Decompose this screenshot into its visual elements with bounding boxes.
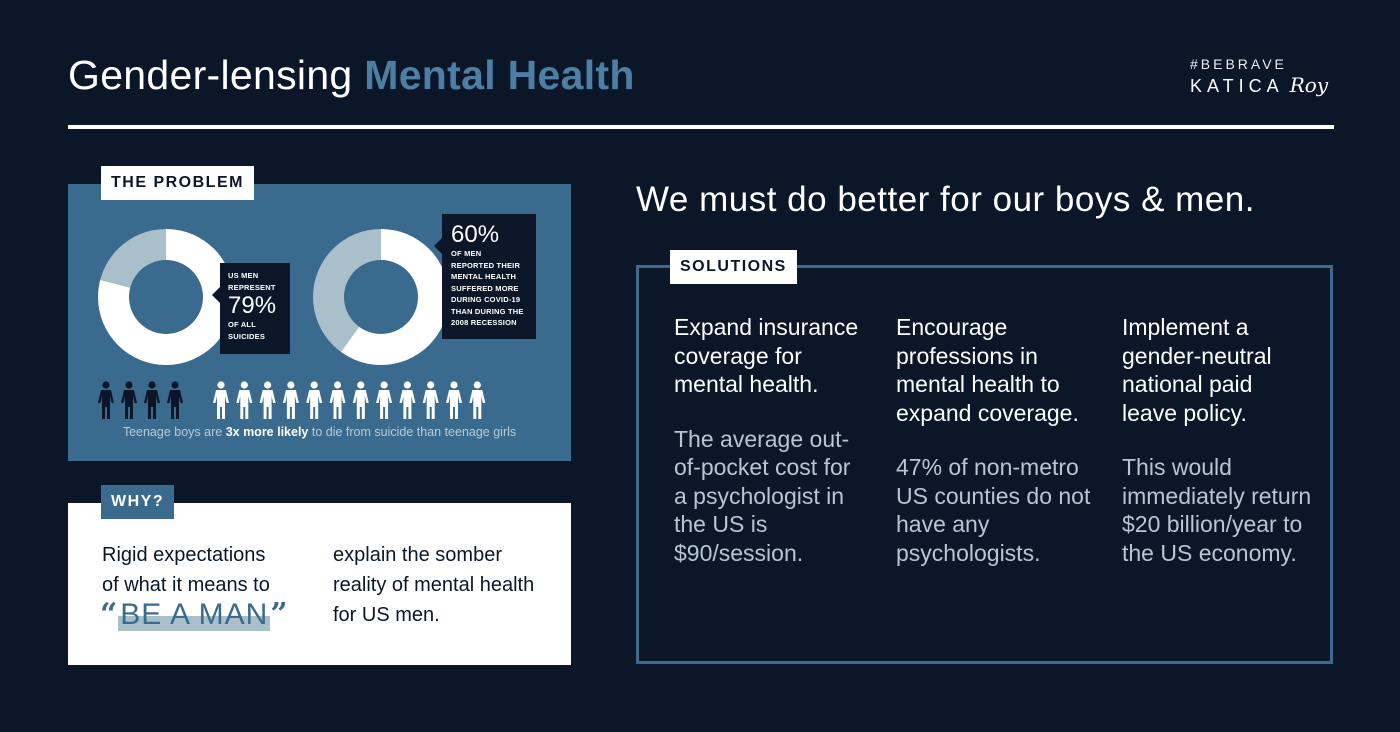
callout-text: SUFFERED MORE <box>451 283 519 293</box>
callout-value: 60% <box>451 221 500 248</box>
boy-figure-icon <box>469 381 486 419</box>
caption-text: to die from suicide than teenage girls <box>308 425 517 439</box>
callout-text: MENTAL HEALTH <box>451 272 517 281</box>
callout-value: 79% <box>228 292 277 319</box>
girl-figure-icon <box>98 381 114 419</box>
callout-text: SUICIDES <box>228 331 266 341</box>
why-text-line: Rigid expectations <box>102 544 266 566</box>
callout-text: OF MEN <box>451 249 482 258</box>
solution-detail: The average out-of-pocket cost for a psy… <box>674 425 851 566</box>
boy-figure-icon <box>236 381 253 419</box>
page-title: Gender-lensing Mental Health <box>68 52 635 99</box>
callout-text: REPORTED THEIR <box>451 260 521 270</box>
boy-figure-icon <box>282 381 299 419</box>
boy-figure-icon <box>399 381 416 419</box>
brand-script: Roy <box>1289 73 1329 97</box>
callout-text: DURING COVID-19 <box>451 295 521 304</box>
suicide-share-donut <box>98 229 234 365</box>
solutions-frame <box>636 265 1333 664</box>
why-label: WHY? <box>101 485 175 519</box>
title-accent: Mental Health <box>364 52 635 98</box>
solution-insurance: Expand insurance coverage for mental hea… <box>674 313 864 567</box>
be-a-man-emphasis: “BE A MAN” <box>100 597 289 632</box>
callout-text: THAN DURING THE <box>451 306 524 316</box>
boy-figure-icon <box>376 381 393 419</box>
boy-figure-icon <box>213 381 229 419</box>
why-text-line: of what it means to <box>102 574 270 596</box>
boy-figure-icon <box>259 381 276 419</box>
callout-text: 2008 RECESSION <box>451 318 517 327</box>
donut-hole <box>344 260 418 334</box>
boy-figure-icon <box>422 381 439 419</box>
headline: We must do better for our boys & men. <box>636 180 1255 219</box>
teen-suicide-caption: Teenage boys are 3x more likely to die f… <box>68 425 571 439</box>
boy-figure-icon <box>329 381 346 419</box>
solution-head: Encourage professions in mental health t… <box>896 314 1079 426</box>
girl-figure-icon <box>144 381 160 419</box>
emphasis-text: BE A MAN <box>118 598 271 631</box>
solution-detail: 47% of non-metro US counties do not have… <box>896 454 1091 566</box>
problem-label: THE PROBLEM <box>101 166 254 200</box>
why-left-text: Rigid expectations of what it means to <box>102 540 317 600</box>
title-plain: Gender-lensing <box>68 52 353 98</box>
why-panel <box>68 503 571 665</box>
close-quote: ” <box>270 597 289 632</box>
solution-head: Implement a gender-neutral national paid… <box>1122 314 1272 426</box>
boy-figure-icon <box>306 381 323 419</box>
suicide-share-callout: US MEN REPRESENT 79% OF ALL SUICIDES <box>212 263 290 354</box>
solution-detail: This would immediately return $20 billio… <box>1122 454 1312 566</box>
caption-emphasis: 3x more likely <box>225 425 309 439</box>
people-pictogram <box>98 381 486 419</box>
boy-figure-icon <box>352 381 369 419</box>
girl-figure-icon <box>167 381 183 419</box>
covid-impact-donut <box>313 229 449 365</box>
covid-impact-callout: 60% OF MEN REPORTED THEIR MENTAL HEALTH … <box>434 214 536 339</box>
header-divider <box>68 125 1334 129</box>
callout-text: REPRESENT <box>228 282 276 292</box>
why-right-text: explain the somber reality of mental hea… <box>333 544 535 626</box>
brand-hashtag: #BEBRAVE <box>1190 56 1287 72</box>
callout-text: OF ALL <box>228 320 256 329</box>
solution-professions: Encourage professions in mental health t… <box>896 313 1096 567</box>
girl-figure-icon <box>121 381 137 419</box>
solution-paid-leave: Implement a gender-neutral national paid… <box>1122 313 1312 567</box>
open-quote: “ <box>100 597 119 632</box>
solutions-label: SOLUTIONS <box>670 250 797 284</box>
caption-text: Teenage boys are <box>122 425 226 439</box>
donut-hole <box>129 260 203 334</box>
callout-text: US MEN <box>228 271 259 280</box>
brand-name: KATICA <box>1190 76 1284 96</box>
solution-head: Expand insurance coverage for mental hea… <box>674 314 859 397</box>
boy-figure-icon <box>446 381 462 419</box>
